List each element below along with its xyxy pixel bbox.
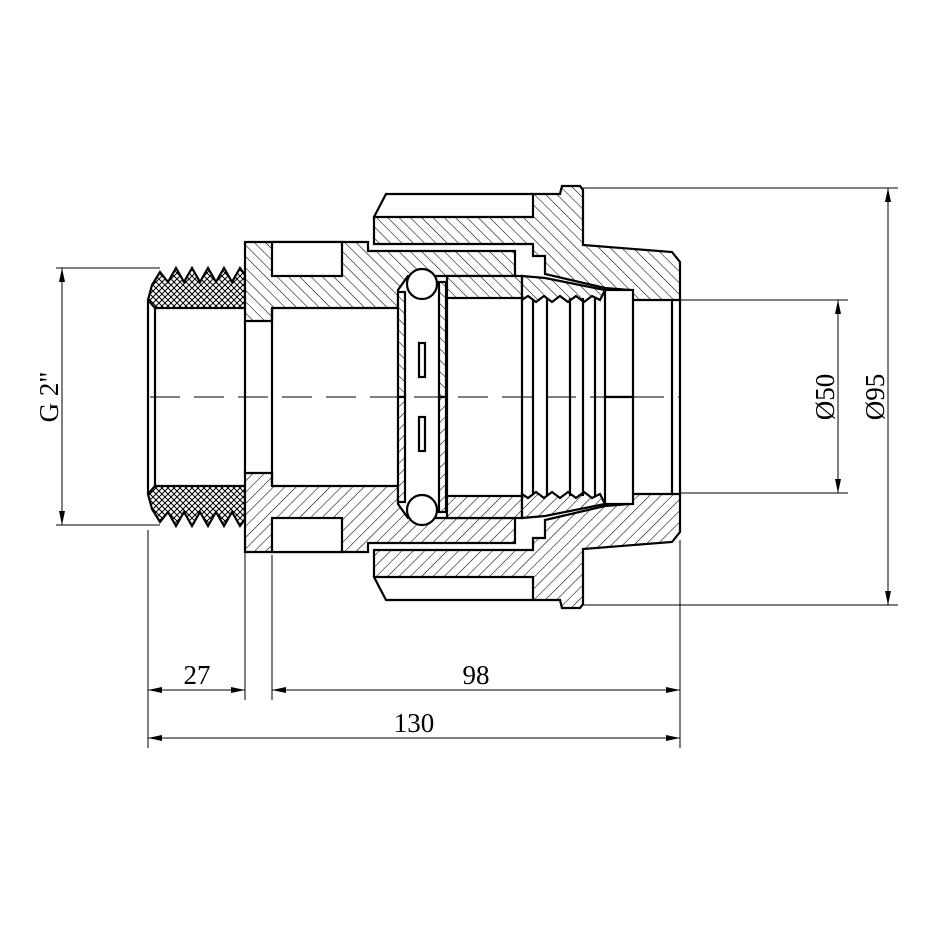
dimension-lines bbox=[59, 188, 891, 741]
thread-length-label: 27 bbox=[184, 660, 211, 690]
body-length-label: 98 bbox=[463, 660, 490, 690]
inner-diameter-label: Ø50 bbox=[810, 374, 840, 421]
extension-lines bbox=[56, 187, 898, 748]
thread-size-label: G 2" bbox=[34, 372, 64, 423]
fitting-section bbox=[146, 184, 682, 610]
outer-diameter-label: Ø95 bbox=[860, 374, 890, 421]
total-length-label: 130 bbox=[394, 708, 435, 738]
